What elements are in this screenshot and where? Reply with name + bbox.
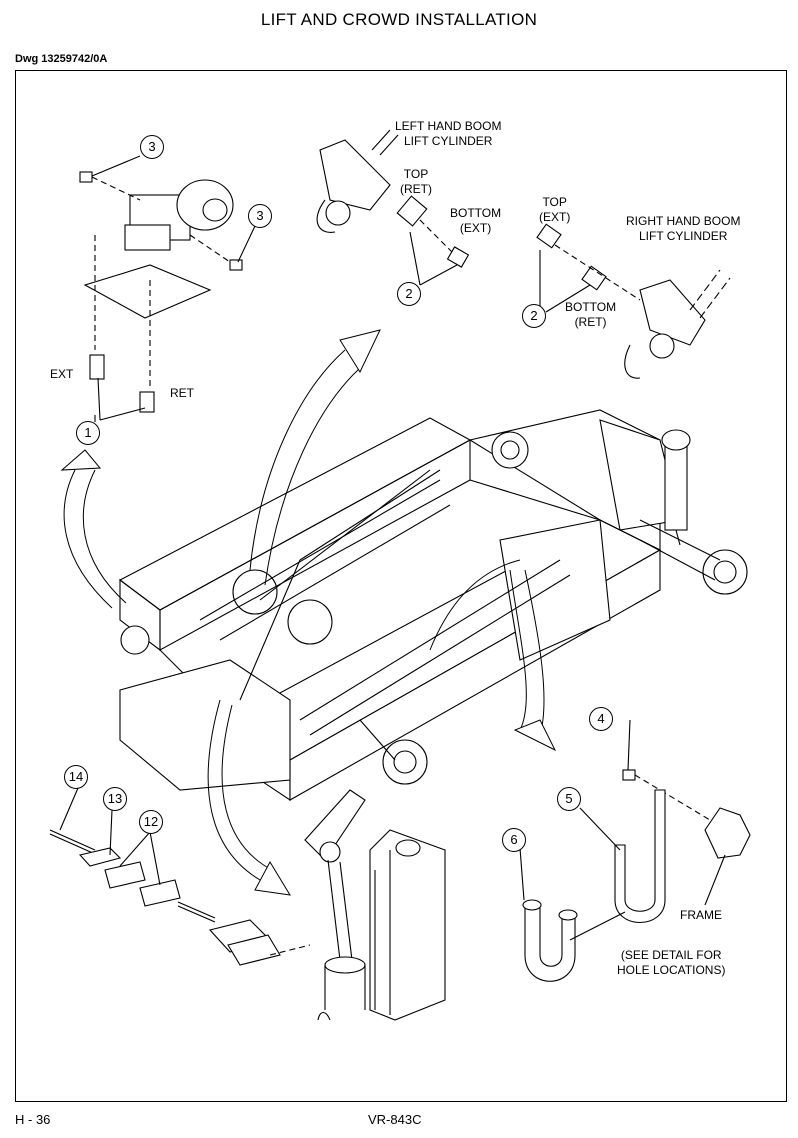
label-ret: RET <box>170 386 194 400</box>
drawing-number: Dwg 13259742/0A <box>15 53 108 65</box>
label-bottom-ext: BOTTOM(EXT) <box>450 206 502 235</box>
label-top-ret: TOP(RET) <box>400 167 432 196</box>
label-top-ext: TOP(EXT) <box>539 195 571 224</box>
clamp-assembly <box>49 829 311 966</box>
curved-arrows <box>60 329 557 896</box>
callout-3-top: 3 <box>140 135 164 159</box>
right-cylinder-mount <box>536 223 731 379</box>
valve-detail <box>79 171 243 422</box>
callout-13: 13 <box>103 787 127 811</box>
page-title: LIFT AND CROWD INSTALLATION <box>260 10 538 29</box>
footer-model: VR-843C <box>368 1112 422 1127</box>
bracket-detail <box>519 769 751 982</box>
label-bottom-ret: BOTTOM(RET) <box>565 300 617 329</box>
callout-4: 4 <box>589 707 613 731</box>
callout-2-right: 2 <box>522 304 546 328</box>
callout-6: 6 <box>502 828 526 852</box>
leader-lines <box>59 155 631 886</box>
right-cylinder <box>661 429 691 546</box>
callout-14: 14 <box>64 765 88 789</box>
callout-5: 5 <box>557 787 581 811</box>
footer-page-number: H - 36 <box>15 1112 51 1127</box>
left-cylinder-mount <box>316 129 470 286</box>
callout-3-side: 3 <box>248 204 272 228</box>
cylinder-detail <box>304 789 446 1021</box>
label-ext: EXT <box>50 367 74 381</box>
drawing-frame <box>15 70 787 1102</box>
chassis-frame <box>118 409 681 802</box>
callout-1: 1 <box>76 421 100 445</box>
wheels <box>120 431 748 785</box>
callout-12: 12 <box>139 810 163 834</box>
callout-2-left: 2 <box>397 282 421 306</box>
label-frame: FRAME <box>680 908 722 922</box>
